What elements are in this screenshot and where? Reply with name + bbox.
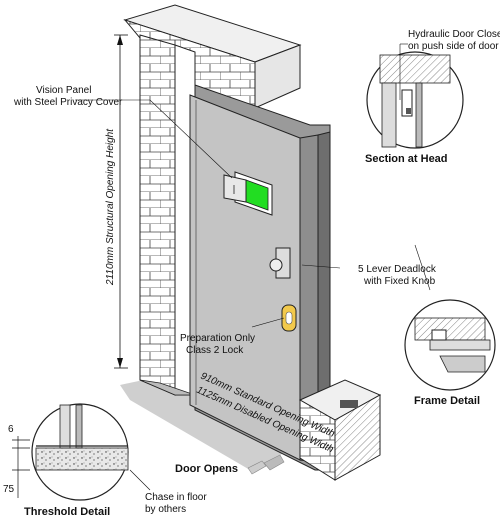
chase-label-2: by others: [145, 504, 186, 515]
door-opens-label: Door Opens: [175, 463, 238, 475]
vision-panel-label-2: with Steel Privacy Cover: [13, 97, 123, 108]
closer-label-1: Hydraulic Door Closer: [408, 29, 500, 40]
frame-detail-title: Frame Detail: [414, 395, 480, 407]
threshold-dimension: [12, 436, 30, 498]
vision-panel: [223, 171, 273, 216]
section-head-title: Section at Head: [365, 153, 448, 165]
preparation-label-1: Preparation Only: [180, 333, 255, 344]
threshold-bottom-label: 75: [3, 484, 15, 495]
threshold-detail-title: Threshold Detail: [24, 506, 110, 518]
leader-lines: [75, 99, 431, 491]
frame-detail-block: [298, 379, 382, 481]
closer-label-2: on push side of door: [408, 41, 499, 52]
vision-panel-label-1: Vision Panel: [36, 85, 91, 96]
deadlock-label-2: with Fixed Knob: [363, 276, 436, 287]
deadlock-label-1: 5 Lever Deadlock: [358, 264, 437, 275]
lock-plate: [281, 304, 297, 332]
frame-detail-circle: [404, 299, 496, 391]
threshold-detail-circle: [31, 403, 129, 501]
height-dimension: [114, 34, 128, 369]
height-dimension-label: 2110mm Structural Opening Height: [105, 128, 116, 286]
chase-label-1: Chase in floor: [145, 492, 207, 503]
preparation-label-2: Class 2 Lock: [186, 345, 244, 356]
section-head-detail: [366, 51, 464, 149]
threshold-top-label: 6: [8, 424, 14, 435]
deadlock-knob: [269, 247, 291, 279]
door-opens-arrow: [247, 454, 285, 475]
